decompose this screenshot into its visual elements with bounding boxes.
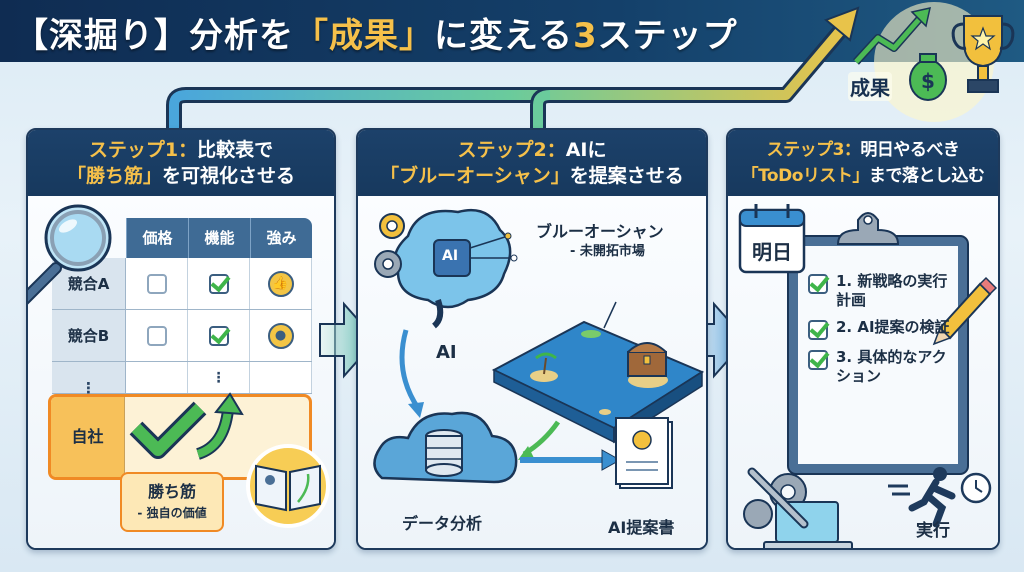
treasure-chest-icon [627,342,667,377]
ocean-subtitle: - 未開拓市場 [570,244,645,259]
proposal-document-icon [615,417,673,489]
step2-body: AI AI ブルーオーシャン - 未開拓市場 データ分析 AI提案書 [358,196,706,548]
running-person-icon [888,467,956,528]
data-analysis-label: データ分析 [402,514,483,533]
todo-item: 2. AI提案の検証 [808,318,956,340]
column-price: 価格 [126,218,188,258]
step2-illustrations [373,208,705,489]
column-feature: 機能 [188,218,250,258]
step2-heading: ステップ2：AIに 「ブルーオーシャン」を提案させる [358,130,706,196]
step2-heading-highlight: 「ブルーオーシャン」 [380,165,570,187]
money-bag-icon: $ [909,53,947,101]
growth-arrow-icon [195,392,244,460]
page-title: 【深掘り】分析を「成果」に変える3ステップ [14,8,738,57]
checkbox-checked [208,325,229,346]
lightbulb-icon [632,430,652,450]
todo-item: 3. 具体的なアクション [808,348,956,386]
title-highlight: 「成果」 [294,16,434,56]
growth-arrow-icon [853,7,931,65]
flow-arrowhead [824,6,860,42]
step1-panel: ステップ1：比較表で 「勝ち筋」を可視化させる 価格 機能 強み 競合A 👍 競… [26,128,336,550]
todo-text: 2. AI提案の検証 [836,318,950,336]
self-row-label: 自社 [51,397,125,477]
magnifier-icon [28,204,112,305]
step1-heading: ステップ1：比較表で 「勝ち筋」を可視化させる [28,130,334,196]
clock-icon [960,472,992,504]
action-label: 実行 [916,521,950,541]
step3-heading: ステップ3：明日やるべき 「ToDoリスト」まで落とし込む [728,130,998,196]
step3-heading-line2: まで落とし込む [868,166,985,186]
flow-arrowhead [408,402,424,418]
checkbox-checked [808,320,828,340]
step3-heading-line1: 明日やるべき [860,140,960,160]
table-row: 競合A 👍 [52,258,312,310]
step3-body: 明日 1. 新戦略の実行計画 2. AI提案の検証 3. 具体的なアクション 実… [728,196,998,548]
step1-heading-line1: 比較表で [197,139,274,161]
step2-label: ステップ2： [457,139,566,161]
step2-heading-line2: を提案させる [569,165,684,187]
svg-text:$: $ [921,69,935,93]
todo-item: 1. 新戦略の実行計画 [808,272,956,310]
title-prefix: 【深掘り】分析を [14,16,294,56]
ai-brain-icon [393,208,518,329]
proposal-label: AI提案書 [608,518,675,537]
gear-icon [374,213,405,278]
step2-panel: ステップ2：AIに 「ブルーオーシャン」を提案させる [356,128,708,550]
goal-label: 成果 [848,72,892,101]
ocean-title: ブルーオーシャン [536,222,664,241]
calendar-label: 明日 [752,240,792,264]
row-ellipsis: ⋮ [52,362,126,397]
checkbox-checked [808,274,828,294]
flow-arrowhead [518,446,534,460]
flow-arrow [399,329,421,410]
big-check-icon [129,401,207,459]
step2-heading-line1: AIに [565,139,607,161]
ai-label: AI [436,342,457,363]
todo-text: 1. 新戦略の実行計画 [836,272,948,309]
todo-list: 1. 新戦略の実行計画 2. AI提案の検証 3. 具体的なアクション [808,272,956,394]
trophy-icon [951,15,1015,93]
table-row: 競合B ● [52,310,312,362]
pencil-icon [932,276,998,346]
checkbox-unchecked [146,273,167,294]
flow-arrowhead [601,449,622,471]
person-icon: ● [267,322,294,349]
step1-label: ステップ1： [88,139,198,161]
title-middle: に変える [434,16,573,56]
cell-ellipsis: ⋮ [188,362,250,393]
title-number: 3 [572,16,598,56]
step3-heading-highlight: 「ToDoリスト」 [741,166,870,186]
comparison-table-header: 価格 機能 強み [126,218,312,258]
calendar-icon [738,204,806,274]
advantage-callout: 勝ち筋 - 独自の価値 [120,472,224,532]
cloud-database-icon [373,411,518,484]
column-strength: 強み [250,218,312,258]
checkbox-checked [808,350,828,370]
step1-body: 価格 機能 強み 競合A 👍 競合B ● ⋮ ⋮ 自社 [28,196,334,548]
step1-heading-highlight: 「勝ち筋」 [66,165,162,187]
step1-heading-line2: を可視化させる [162,165,296,187]
callout-subtitle: - 独自の価値 [137,506,207,520]
tools-laptop-icon [743,467,853,548]
callout-title: 勝ち筋 [147,482,196,501]
strategy-book-icon [246,444,330,528]
goal-illustration: $ [853,2,1015,122]
step3-label: ステップ3： [766,140,861,160]
checkbox-checked [208,273,229,294]
title-suffix: ステップ [597,16,738,56]
step3-panel: ステップ3：明日やるべき 「ToDoリスト」まで落とし込む [726,128,1000,550]
thumbs-up-icon: 👍 [267,270,294,297]
step1-illustrations [28,204,330,528]
row-label: 競合B [52,310,126,361]
todo-text: 3. 具体的なアクション [836,348,947,385]
ai-chip-label: AI [442,248,459,264]
checkbox-unchecked [146,325,167,346]
table-row: ⋮ ⋮ [52,362,312,397]
pointer-line [603,301,617,329]
